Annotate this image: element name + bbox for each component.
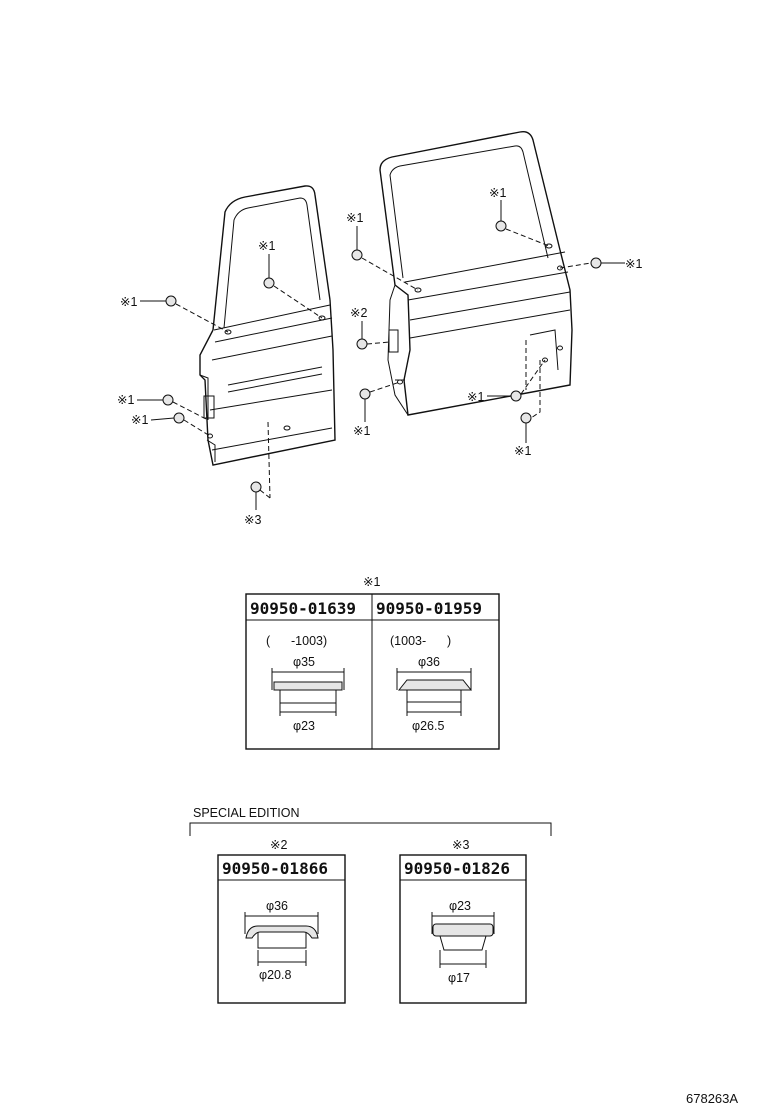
rear-door-drawing [379, 130, 573, 416]
callout-label: ※1 [514, 444, 531, 458]
part-number-90950-01826: 90950-01826 [404, 859, 510, 878]
outer-dim-box2: φ36 [266, 899, 288, 913]
plug-table-1: ※1 90950-01639 90950-01959 ( -1003) (100… [245, 575, 500, 750]
callout-label: ※2 [350, 306, 367, 320]
outer-dim-2: φ36 [418, 655, 440, 669]
part-number-90950-01866: 90950-01866 [222, 859, 328, 878]
box3-header: ※3 [452, 838, 469, 852]
callout-label: ※1 [131, 413, 148, 427]
callout-label: ※1 [117, 393, 134, 407]
part-number-90950-01959: 90950-01959 [376, 599, 482, 618]
table1-header: ※1 [363, 575, 380, 589]
inner-dim-box3: φ17 [448, 971, 470, 985]
callout-label: ※3 [244, 513, 261, 527]
special-edition-section: SPECIAL EDITION ※2 90950-01866 φ36 φ20.8… [189, 806, 552, 1004]
callout-label: ※1 [346, 211, 363, 225]
callout-label: ※1 [467, 390, 484, 404]
special-edition-title: SPECIAL EDITION [193, 806, 300, 820]
part-number-90950-01639: 90950-01639 [250, 599, 356, 618]
front-door-drawing [199, 185, 336, 466]
callout-label: ※1 [489, 186, 506, 200]
serial-range-1: ( -1003) [266, 634, 327, 648]
box2-header: ※2 [270, 838, 287, 852]
callout-label: ※1 [258, 239, 275, 253]
serial-range-2: (1003- ) [390, 634, 451, 648]
outer-dim-1: φ35 [293, 655, 315, 669]
callout-label: ※1 [625, 257, 642, 271]
plug-callouts: ※1 ※1 ※1 ※1 ※3 ※1 ※1 ※1 [117, 186, 642, 527]
outer-dim-box3: φ23 [449, 899, 471, 913]
inner-dim-box2: φ20.8 [259, 968, 291, 982]
inner-dim-1: φ23 [293, 719, 315, 733]
callout-label: ※1 [120, 295, 137, 309]
callout-label: ※1 [353, 424, 370, 438]
inner-dim-2: φ26.5 [412, 719, 444, 733]
figure-code: 678263A [686, 1091, 738, 1106]
